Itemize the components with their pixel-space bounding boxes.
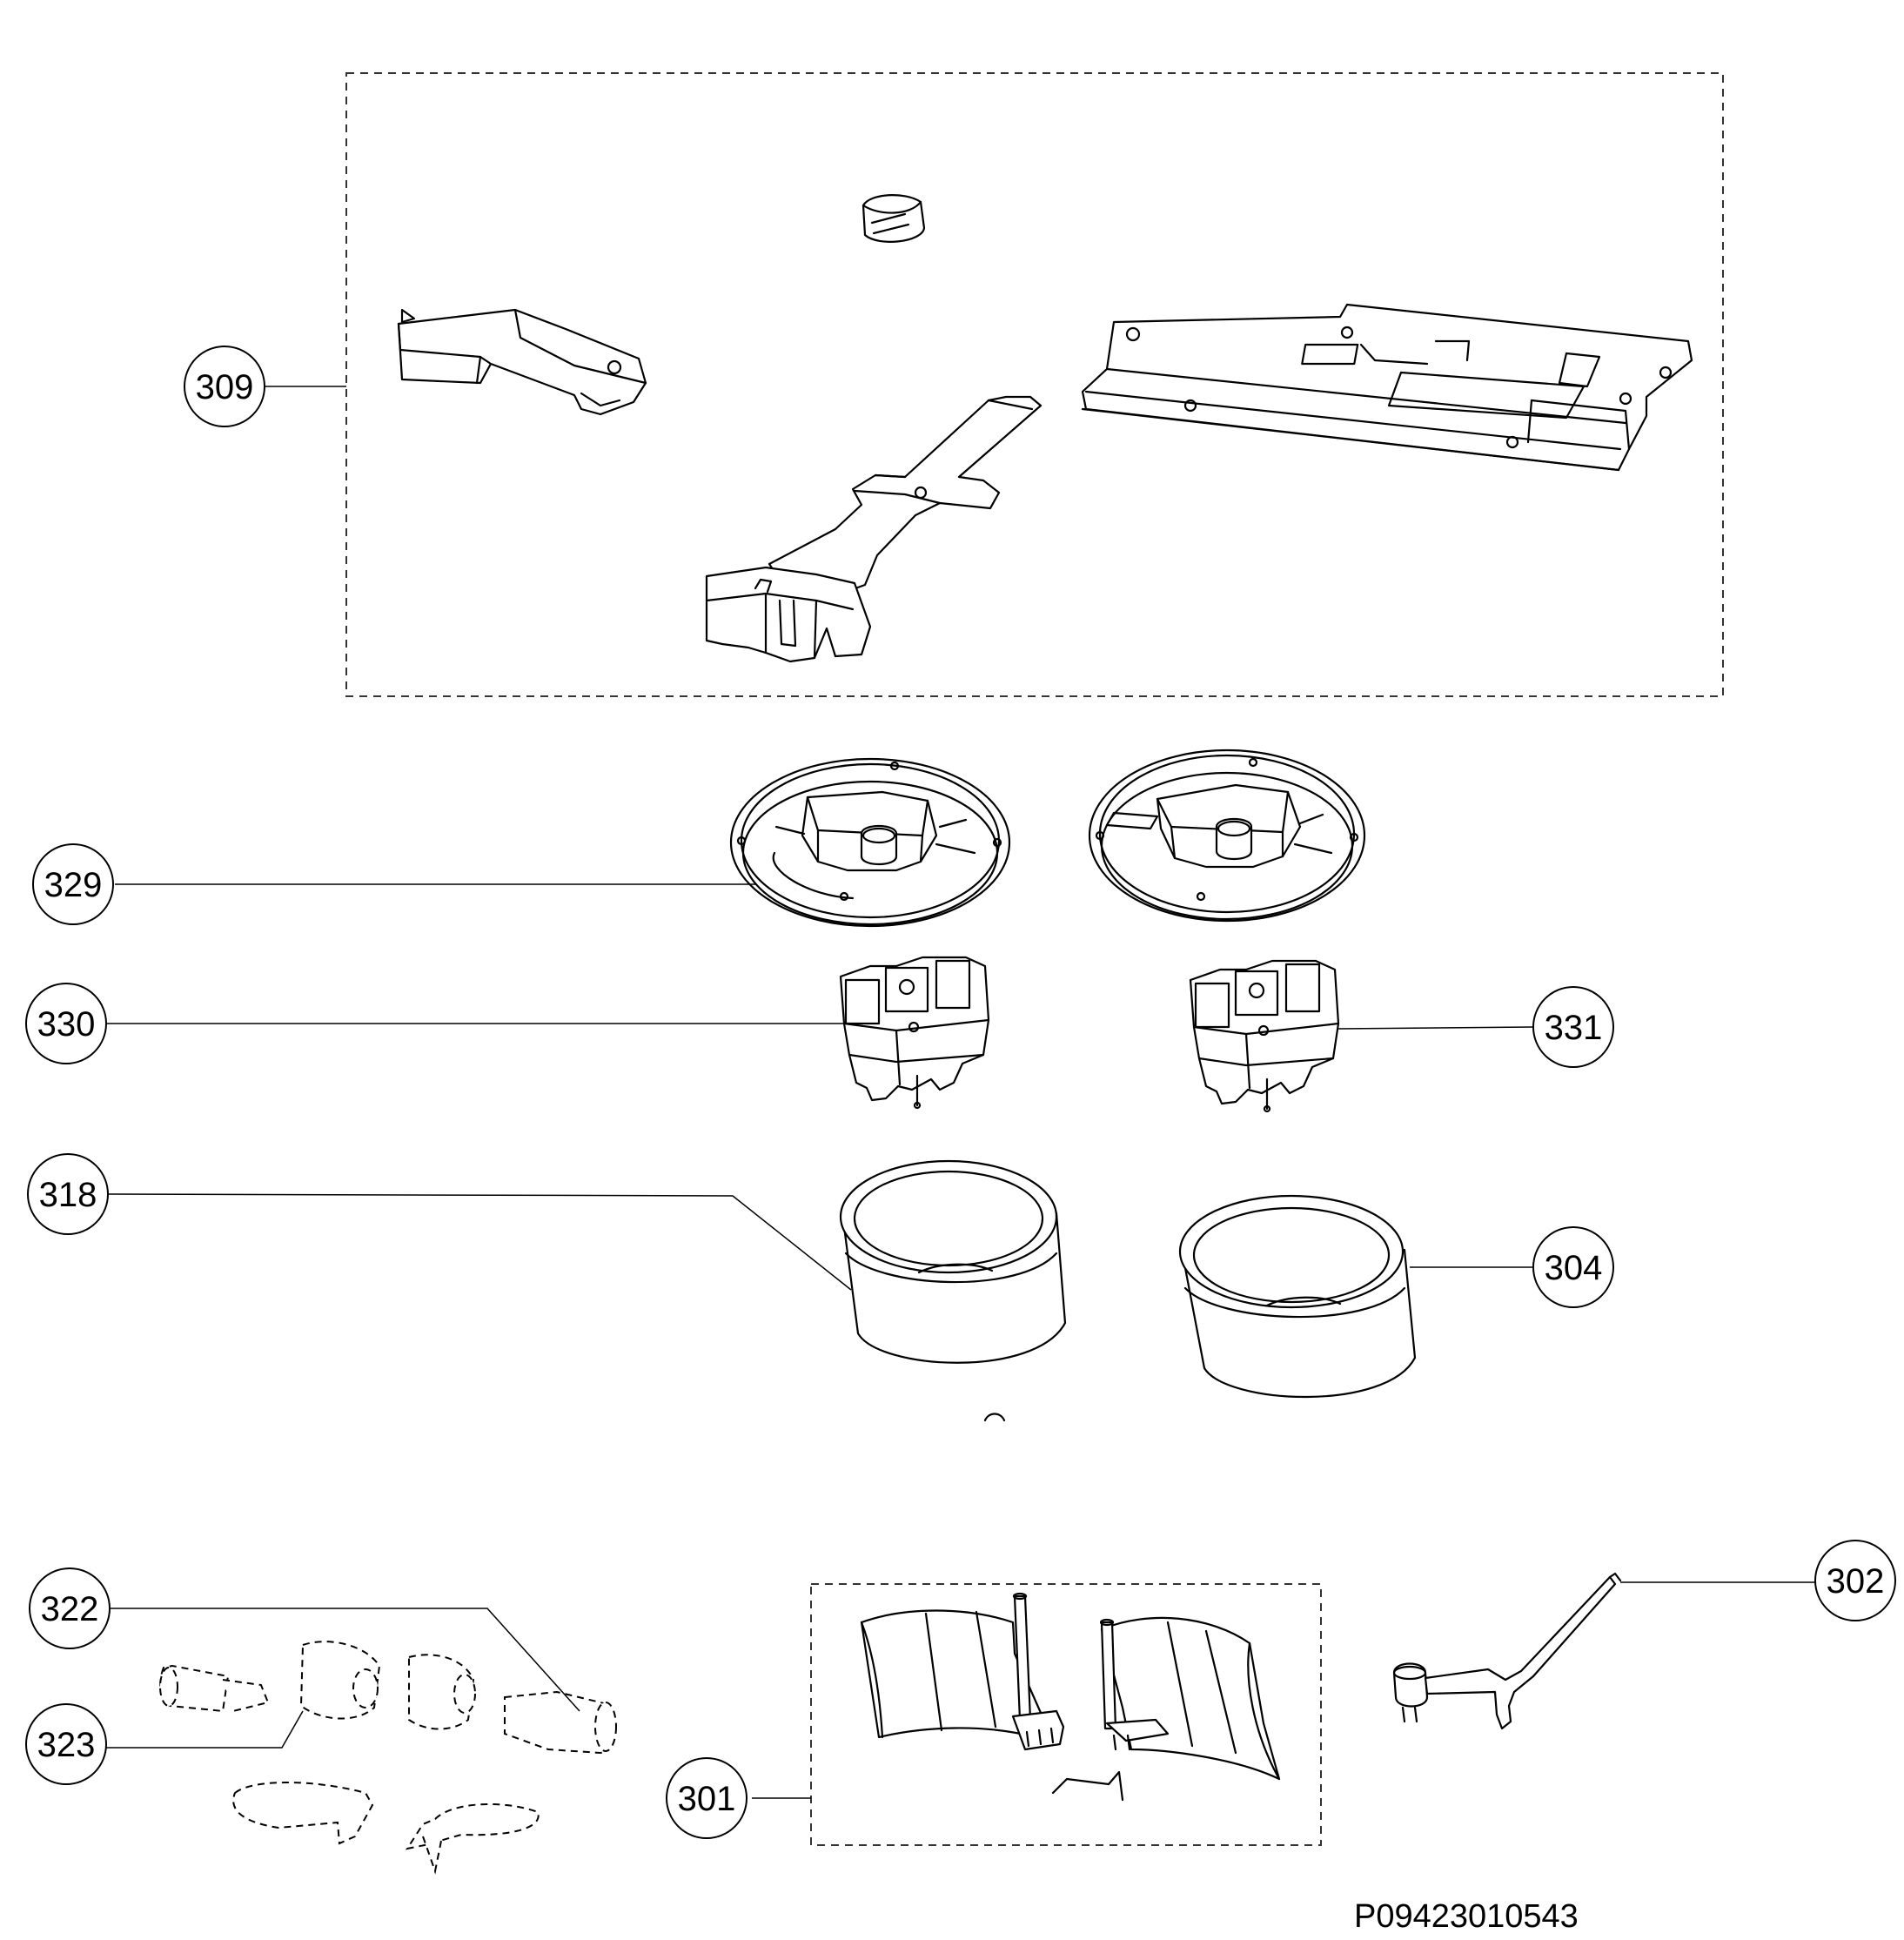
switch-right-part xyxy=(1189,959,1340,1113)
callout-304: 304 xyxy=(1532,1226,1614,1308)
long-plate-part xyxy=(1081,303,1693,472)
callout-309: 309 xyxy=(184,346,265,427)
callout-318-label: 318 xyxy=(39,1176,97,1214)
callout-309-label: 309 xyxy=(196,368,254,406)
callout-302: 302 xyxy=(1814,1540,1896,1621)
callout-331-label: 331 xyxy=(1545,1009,1603,1047)
leader-lines xyxy=(106,386,1815,1799)
grommet-right-part xyxy=(1088,748,1366,923)
flap-right-part xyxy=(1099,1616,1281,1781)
sensor-probe-part xyxy=(1392,1572,1622,1730)
ring-left-part xyxy=(839,1159,1067,1364)
group-309-box xyxy=(345,72,1724,697)
cones-parts xyxy=(232,1782,540,1875)
callout-301: 301 xyxy=(666,1757,748,1839)
callout-304-label: 304 xyxy=(1545,1249,1603,1287)
pins-parts xyxy=(159,1641,617,1755)
callout-322-label: 322 xyxy=(41,1590,99,1628)
callout-323: 323 xyxy=(25,1703,107,1785)
wire-clip-part xyxy=(1051,1770,1124,1802)
callout-330-label: 330 xyxy=(37,1005,96,1044)
callout-318: 318 xyxy=(27,1153,109,1235)
drawing-reference-code: P09423010543 xyxy=(1354,1898,1579,1935)
switch-left-part xyxy=(839,956,990,1110)
callout-329-label: 329 xyxy=(44,866,103,904)
callout-323-label: 323 xyxy=(37,1726,96,1764)
ring-right-part xyxy=(1178,1194,1417,1399)
grommet-left-part xyxy=(729,757,1011,928)
flap-left-part xyxy=(860,1592,1065,1751)
callout-329: 329 xyxy=(32,843,114,925)
lever-bracket-part xyxy=(397,308,647,416)
callout-302-label: 302 xyxy=(1827,1562,1885,1601)
callout-331: 331 xyxy=(1532,986,1614,1068)
callout-301-label: 301 xyxy=(678,1780,736,1818)
callout-322: 322 xyxy=(29,1567,111,1649)
slider-arm-part xyxy=(705,395,1043,663)
small-fragment-mark xyxy=(983,1413,1006,1422)
knob-part xyxy=(861,194,926,243)
group-301-box xyxy=(810,1583,1322,1846)
callout-330: 330 xyxy=(25,983,107,1064)
